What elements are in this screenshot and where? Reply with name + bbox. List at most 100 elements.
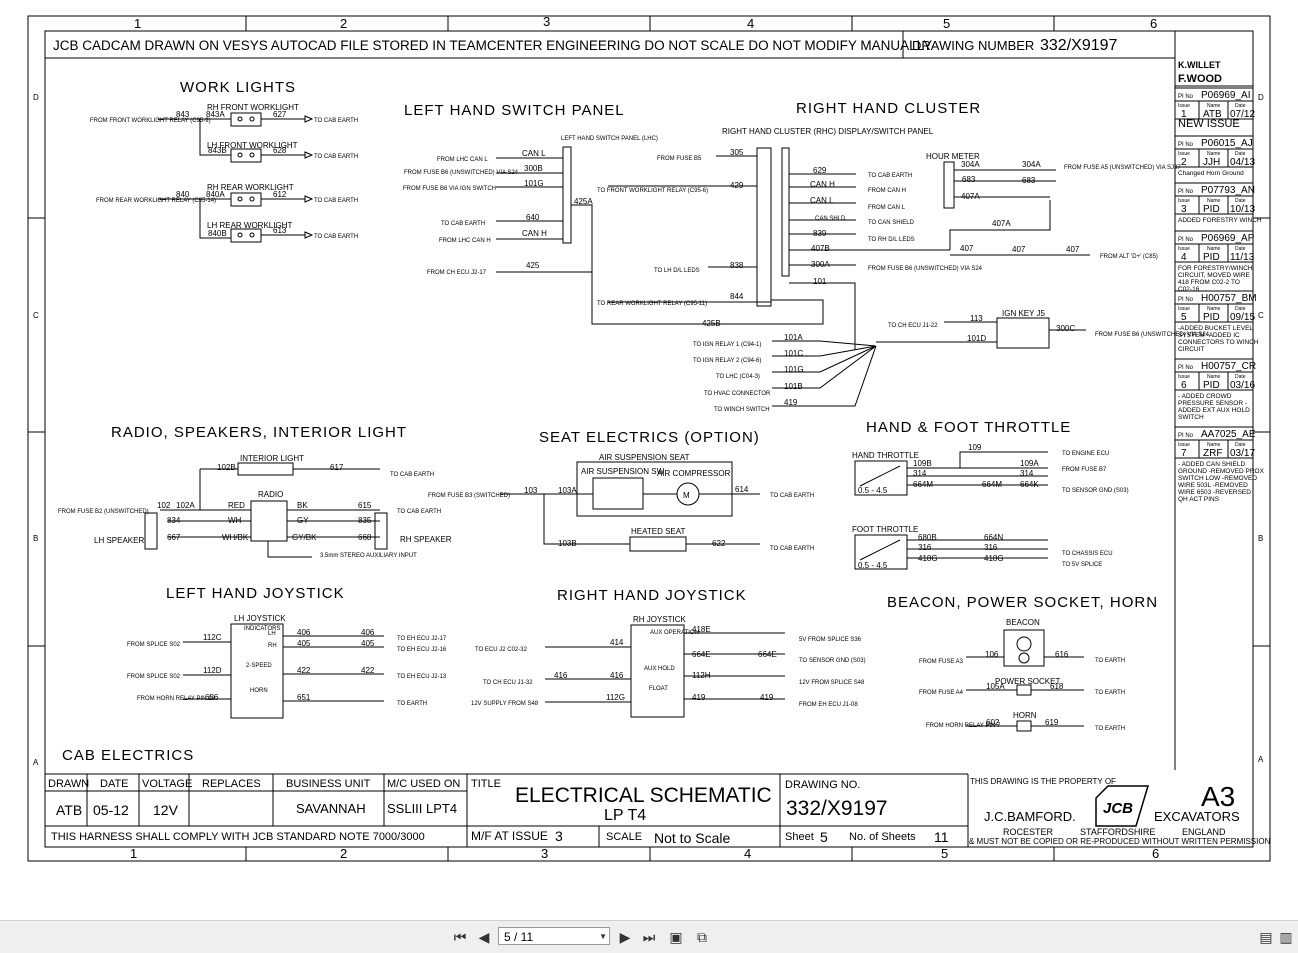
svg-text:BEACON: BEACON <box>1006 618 1040 627</box>
svg-text:101A: 101A <box>784 333 803 342</box>
svg-text:TO FRONT WORKLIGHT RELAY (C95-: TO FRONT WORKLIGHT RELAY (C95-6) <box>597 188 708 194</box>
svg-text:WIRE 6503 -REVERSED: WIRE 6503 -REVERSED <box>1178 489 1251 496</box>
svg-text:TO CAB EARTH: TO CAB EARTH <box>314 234 358 240</box>
svg-text:680B: 680B <box>918 533 937 542</box>
svg-text:843A: 843A <box>206 110 225 119</box>
col-label: 2 <box>340 846 347 861</box>
svg-text:THIS DRAWING IS THE PROPERTY O: THIS DRAWING IS THE PROPERTY OF <box>970 777 1116 786</box>
svg-text:300B: 300B <box>524 164 543 173</box>
svg-text:FROM REAR WORKLIGHT RELAY (C95: FROM REAR WORKLIGHT RELAY (C95-14) <box>96 198 216 204</box>
svg-text:664M: 664M <box>913 480 933 489</box>
svg-text:664N: 664N <box>984 533 1003 542</box>
svg-text:TO SENSOR GND (S03): TO SENSOR GND (S03) <box>1062 488 1129 494</box>
drawing-number: 332/X9197 <box>1040 37 1118 54</box>
svg-text:WH/BK: WH/BK <box>222 533 249 542</box>
svg-text:4: 4 <box>1181 252 1187 263</box>
svg-text:04/13: 04/13 <box>1230 157 1255 168</box>
svg-text:12V FROM SPLICE S48: 12V FROM SPLICE S48 <box>799 680 865 686</box>
svg-text:03/16: 03/16 <box>1230 380 1255 391</box>
svg-text:P07793_AN: P07793_AN <box>1201 185 1255 196</box>
svg-text:TO IGN RELAY 1 (C94-1): TO IGN RELAY 1 (C94-1) <box>693 342 761 348</box>
two-page-icon[interactable]: ▥ <box>1279 929 1293 945</box>
svg-text:LH REAR WORKLIGHT: LH REAR WORKLIGHT <box>207 221 292 230</box>
svg-text:TO EARTH: TO EARTH <box>1095 690 1125 696</box>
svg-text:FROM LHC CAN H: FROM LHC CAN H <box>439 238 491 244</box>
title-block: DRAWN ATB DATE 05-12 VOLTAGE 12V REPLACE… <box>45 773 1271 847</box>
next-page-icon[interactable]: ▶ <box>619 929 631 945</box>
svg-text:INDICATORS: INDICATORS <box>244 626 280 632</box>
svg-text:GY: GY <box>297 516 309 525</box>
svg-text:425B: 425B <box>702 319 721 328</box>
svg-text:113: 113 <box>970 314 983 323</box>
svg-text:TO SENSOR GND (S03): TO SENSOR GND (S03) <box>799 658 866 664</box>
last-page-icon[interactable]: ⏭ <box>642 929 656 945</box>
section-title-rh-joystick: RIGHT HAND JOYSTICK <box>557 587 747 604</box>
svg-text:FROM CH ECU J2-17: FROM CH ECU J2-17 <box>427 270 487 276</box>
svg-text:405: 405 <box>361 639 375 648</box>
svg-text:CAN SHLD: CAN SHLD <box>815 216 846 222</box>
single-page-icon[interactable]: ▤ <box>1259 929 1273 945</box>
fit-page-icon[interactable]: ▣ <box>669 929 683 945</box>
svg-text:416: 416 <box>610 671 624 680</box>
svg-text:SAVANNAH: SAVANNAH <box>296 801 366 816</box>
svg-text:HORN: HORN <box>1013 711 1037 720</box>
svg-text:LH SPEAKER: LH SPEAKER <box>94 536 144 545</box>
svg-text:TO LH D/L LEDS: TO LH D/L LEDS <box>654 268 700 274</box>
svg-text:TO REAR WORKLIGHT RELAY (C95-1: TO REAR WORKLIGHT RELAY (C95-11) <box>597 301 707 307</box>
svg-text:JCB: JCB <box>1103 800 1133 817</box>
svg-text:106: 106 <box>985 650 999 659</box>
svg-text:- ADDED CROWD: - ADDED CROWD <box>1178 393 1232 400</box>
svg-text:TO HVAC CONNECTOR: TO HVAC CONNECTOR <box>704 391 771 397</box>
svg-text:BK: BK <box>297 501 308 510</box>
chevron-down-icon: ▼ <box>599 932 607 941</box>
svg-text:FROM FUSE B7: FROM FUSE B7 <box>1062 467 1107 473</box>
svg-text:619: 619 <box>1045 718 1059 727</box>
svg-text:AIR COMPRESSOR: AIR COMPRESSOR <box>657 469 731 478</box>
svg-text:WIRE 503L -REMOVED: WIRE 503L -REMOVED <box>1178 482 1248 489</box>
svg-text:EXCAVATORS: EXCAVATORS <box>1154 809 1240 824</box>
svg-text:Date: Date <box>1235 442 1246 448</box>
svg-text:TO CH ECU J1-22: TO CH ECU J1-22 <box>888 323 938 329</box>
svg-text:LP T4: LP T4 <box>604 807 646 824</box>
svg-text:418G: 418G <box>918 554 938 563</box>
inner-frame <box>44 30 1254 848</box>
svg-text:ZRF: ZRF <box>1203 448 1222 459</box>
svg-text:GY/BK: GY/BK <box>292 533 317 542</box>
prev-page-icon[interactable]: ◀ <box>478 929 490 945</box>
rh-cluster-circuit: RIGHT HAND CLUSTER (RHC) DISPLAY/SWITCH … <box>597 127 1181 350</box>
svg-text:Date: Date <box>1235 198 1246 204</box>
svg-text:TITLE: TITLE <box>471 778 501 790</box>
row-label: C <box>1258 311 1264 320</box>
svg-text:418 FROM C02-2 TO: 418 FROM C02-2 TO <box>1178 279 1240 286</box>
svg-text:1: 1 <box>1181 109 1187 120</box>
svg-text:Issue: Issue <box>1178 151 1190 157</box>
svg-text:DRAWN: DRAWN <box>48 778 89 790</box>
svg-text:PID: PID <box>1203 312 1220 323</box>
svg-text:Sheet: Sheet <box>785 831 814 843</box>
svg-text:103A: 103A <box>558 486 577 495</box>
svg-text:627: 627 <box>273 110 287 119</box>
svg-text:Changed Horn Ground: Changed Horn Ground <box>1178 170 1244 177</box>
first-page-icon[interactable]: ⏮ <box>453 929 467 945</box>
page-number-select[interactable]: 5 / 11 ▼ <box>498 927 610 945</box>
grid-columns-top <box>28 16 1270 861</box>
drawing-number-label: DRAWING NUMBER <box>912 38 1034 53</box>
svg-text:668: 668 <box>358 533 372 542</box>
svg-text:TO LHC (C04-3): TO LHC (C04-3) <box>716 374 760 380</box>
svg-text:SWITCH LOW -REMOVED: SWITCH LOW -REMOVED <box>1178 475 1257 482</box>
svg-text:LH JOYSTICK: LH JOYSTICK <box>234 614 286 623</box>
svg-text:M: M <box>683 491 690 500</box>
svg-text:TO CAB EARTH: TO CAB EARTH <box>770 493 814 499</box>
col-label: 6 <box>1150 16 1157 31</box>
svg-text:314: 314 <box>1020 469 1034 478</box>
svg-text:843: 843 <box>176 110 190 119</box>
svg-text:HAND THROTTLE: HAND THROTTLE <box>852 451 919 460</box>
col-label: 1 <box>134 16 141 31</box>
fit-width-icon[interactable]: ⧉ <box>697 929 707 945</box>
svg-text:PI No: PI No <box>1178 94 1194 100</box>
svg-text:PI No: PI No <box>1178 297 1194 303</box>
svg-text:305: 305 <box>730 148 744 157</box>
svg-text:840B: 840B <box>208 229 227 238</box>
svg-text:FLOAT: FLOAT <box>649 686 668 692</box>
